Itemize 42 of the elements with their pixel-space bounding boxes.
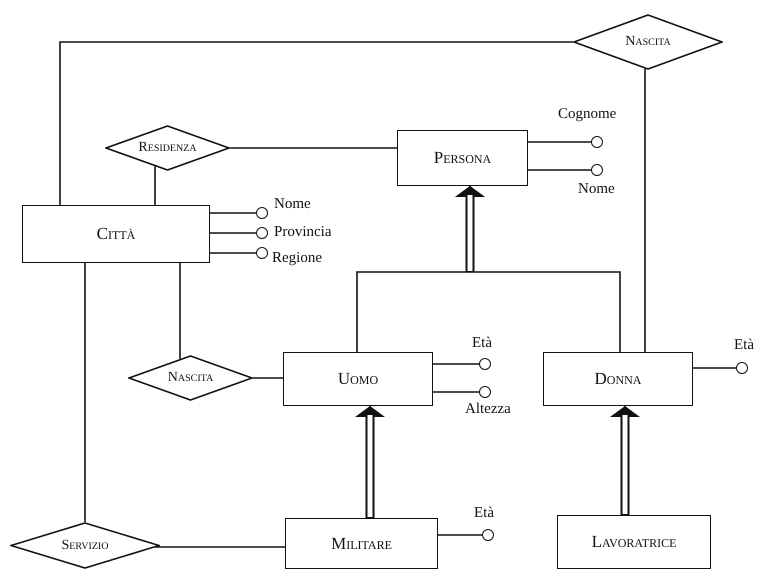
attribute-label: Nome: [274, 195, 311, 213]
entity-name: Persona: [434, 147, 492, 169]
connector-line: [59, 41, 573, 205]
connector-line: [179, 263, 181, 359]
attribute-label: Età: [734, 336, 754, 354]
relationship-name: Nascita: [625, 35, 671, 49]
attribute-label: Cognome: [558, 105, 616, 123]
connector-line: [210, 252, 256, 254]
connector-line: [84, 263, 86, 522]
connector-line: [253, 377, 283, 379]
connector-line: [693, 367, 736, 369]
entity-name: Militare: [331, 532, 392, 554]
attribute-label: Regione: [272, 249, 322, 267]
connector-line: [210, 232, 256, 234]
attribute-label: Età: [474, 504, 494, 522]
connector-line: [644, 68, 646, 352]
connector-line: [438, 534, 482, 536]
entity-box: [397, 130, 528, 186]
entity-box: [285, 518, 438, 569]
attribute-label: Provincia: [274, 223, 332, 241]
connector-line: [230, 147, 397, 149]
attribute-label: Altezza: [465, 400, 511, 418]
entity-box: [283, 352, 433, 406]
entity-box: [543, 352, 693, 406]
attribute-label: Nome: [578, 180, 615, 198]
relationship-name: Servizio: [62, 538, 108, 552]
entity-name: Donna: [594, 368, 642, 390]
entity-box: [557, 515, 711, 569]
connector-line: [433, 391, 479, 393]
connector-line: [154, 166, 156, 205]
entity-box: [22, 205, 210, 263]
relationship-name: Residenza: [138, 141, 197, 155]
entity-name: Città: [96, 223, 136, 245]
attribute-label: Età: [472, 334, 492, 352]
entity-name: Uomo: [338, 368, 378, 390]
connector-line: [528, 169, 591, 171]
connector-line: [433, 363, 479, 365]
connector-line: [155, 546, 285, 548]
connector-line: [210, 212, 256, 214]
connector-line: [528, 141, 591, 143]
entity-name: Lavoratrice: [592, 531, 676, 553]
relationship-name: Nascita: [168, 371, 214, 385]
